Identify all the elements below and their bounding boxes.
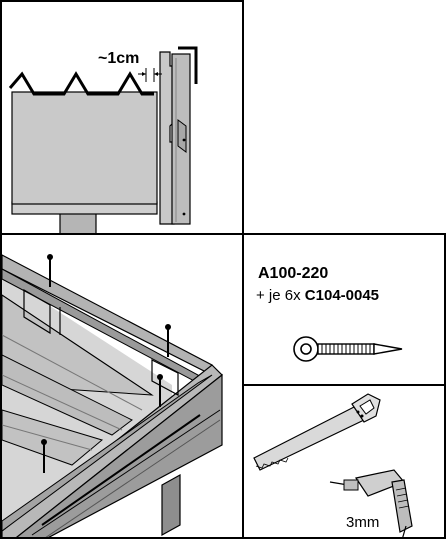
power-drill-icon <box>329 469 413 537</box>
gap-detail-drawing <box>8 46 198 233</box>
tools-drawing <box>253 393 413 537</box>
screw-with-washer-icon <box>293 336 403 362</box>
detail-panel: ~1cm <box>0 0 244 235</box>
part-quantity-line: + je 6x C104-0045 <box>256 287 379 304</box>
part-quantity-prefix: + je 6x <box>256 287 301 304</box>
parts-panel: A100-220 + je 6x C104-0045 <box>242 233 446 386</box>
raised-bed-corner-drawing <box>2 254 223 537</box>
part-number-main: A100-220 <box>258 265 329 282</box>
assembly-panel <box>0 233 244 539</box>
handsaw-icon <box>253 393 381 471</box>
drill-bit-size-label: 3mm <box>346 514 380 531</box>
part-number-screw: C104-0045 <box>304 287 380 304</box>
tools-panel: 3mm <box>242 384 446 539</box>
gap-dimension-label: ~1cm <box>98 50 140 67</box>
